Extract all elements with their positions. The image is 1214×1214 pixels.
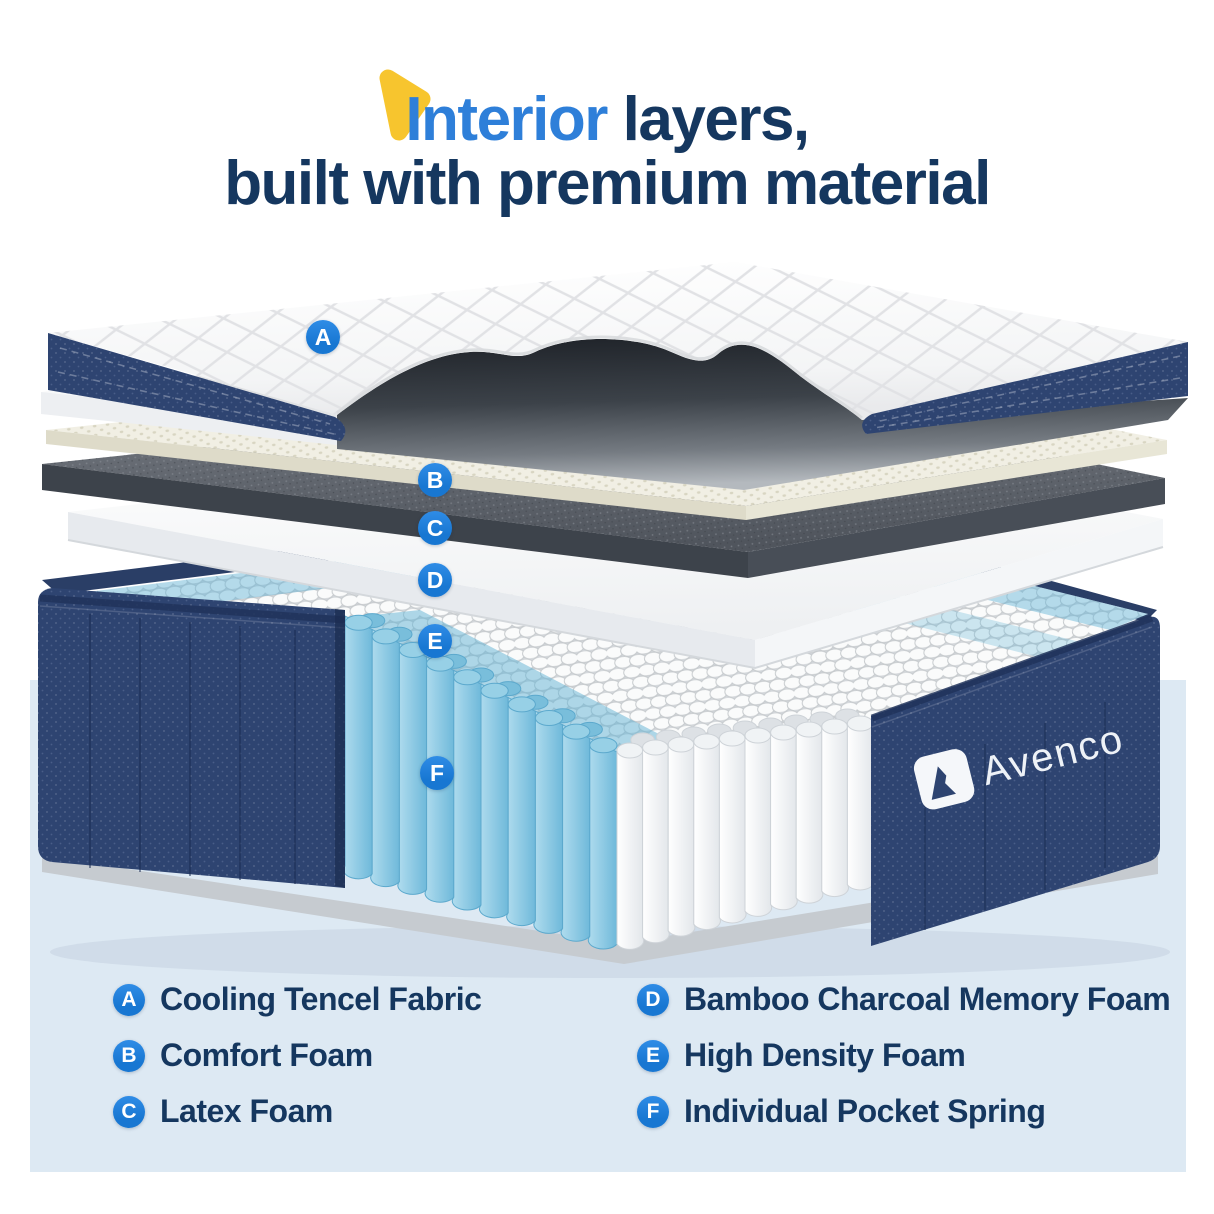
- legend-label: Individual Pocket Spring: [684, 1093, 1046, 1129]
- layer-badge-b: B: [418, 463, 452, 497]
- layer-badge-c: C: [418, 511, 452, 545]
- quilted-top-layer: [48, 262, 1188, 490]
- white-pocket-springs: [616, 708, 875, 950]
- cutaway-shadow: [337, 339, 1188, 490]
- legend-badge-b: B: [113, 1039, 145, 1072]
- legend-badge-a: A: [113, 983, 145, 1016]
- layer-badge-e: E: [418, 624, 452, 658]
- legend-item-b: B Comfort Foam: [113, 1037, 481, 1073]
- base-left-panel: [38, 588, 346, 888]
- title-line-1: Interior layers,: [0, 84, 1214, 155]
- quilt-right-band: [862, 342, 1188, 434]
- legend-badge-d: D: [637, 983, 669, 1016]
- legend-badge-f: F: [637, 1095, 669, 1128]
- title-line-2: built with premium material: [224, 149, 991, 218]
- yellow-accent-icon: [379, 69, 431, 141]
- layer-badge-f: F: [420, 756, 454, 790]
- blue-pocket-springs: [342, 613, 618, 950]
- legend-label: Bamboo Charcoal Memory Foam: [684, 981, 1171, 1017]
- legend-label: Comfort Foam: [160, 1037, 373, 1073]
- legend-badge-c: C: [113, 1095, 145, 1128]
- legend-item-e: E High Density Foam: [637, 1037, 1170, 1073]
- base-right-panel: Avenco: [870, 614, 1160, 946]
- title-accent-word: Interior: [405, 85, 608, 154]
- legend-badge-e: E: [637, 1039, 669, 1072]
- legend-item-d: D Bamboo Charcoal Memory Foam: [637, 981, 1171, 1017]
- legend-label: Latex Foam: [160, 1093, 333, 1129]
- layer-badge-a: A: [306, 320, 340, 354]
- title-line-1-rest: layers,: [606, 85, 811, 154]
- legend-item-a: A Cooling Tencel Fabric: [113, 981, 482, 1017]
- legend-label: High Density Foam: [684, 1037, 966, 1073]
- quilt-left-band: [48, 333, 346, 441]
- legend-item-c: C Latex Foam: [113, 1093, 481, 1129]
- legend-label: Cooling Tencel Fabric: [160, 981, 482, 1017]
- legend-item-f: F Individual Pocket Spring: [637, 1093, 1170, 1129]
- layer-badge-d: D: [418, 563, 452, 597]
- avenco-mountain-icon: [931, 766, 956, 800]
